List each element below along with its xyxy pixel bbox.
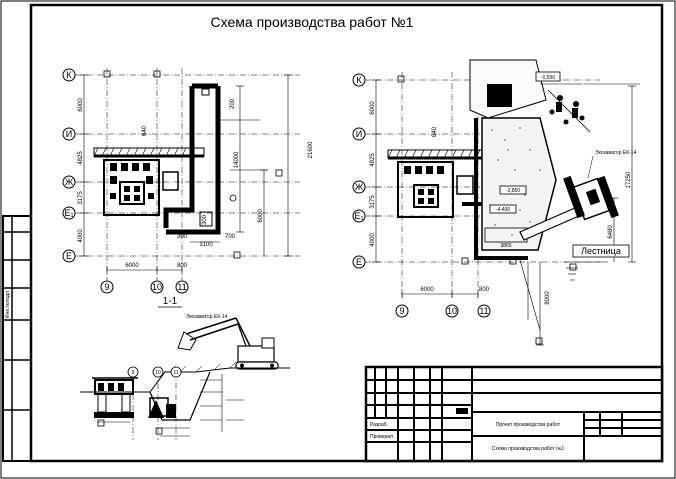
axis-label: 9 [132,370,135,376]
excavator-label: Экскаватор ЕК-14 [186,314,228,320]
axis-label: 11 [177,282,186,292]
dim-text: 4825 [370,153,376,167]
left-plan: К И Ж Е₁ Е [62,68,314,294]
section-label: 1-1 [163,296,178,307]
axis-label: И [66,129,72,139]
tb-row-label: Проверил [370,434,393,440]
axis-label: 10 [447,306,457,316]
axis-label: 10 [152,282,162,292]
right-plan: К И Ж Е₁ Е 6000 4 [352,59,640,346]
dim-text: 3175 [78,191,84,205]
dim-text: 3100 [199,242,213,248]
excavator-label: Экскаватор ЕК-14 [595,150,637,156]
axis-label: 11 [479,306,488,316]
dim-text: 6000 [125,263,139,269]
level-mark: -4,400 [496,207,510,213]
excavator-plan [519,175,619,241]
axis-label: И [356,129,362,139]
axis-label: К [356,75,362,85]
dim-text: 6000 [258,209,264,223]
dim-text: 640 [432,126,438,137]
stair-label: Лестница [581,246,621,256]
sheet-name: Схема производства работ №1 [492,446,565,452]
dim-text: 800 [177,263,188,269]
level-mark: -2,850 [506,188,520,194]
dim-text: 6000 [420,287,434,293]
side-stamp: Инв.№подл. [2,215,32,462]
dim-text: 300 [202,214,208,225]
axis-label: Ж [355,182,364,192]
dim-text: 200 [230,98,236,109]
sheet-title: Схема производства работ №1 [211,14,414,30]
dim-text: 4825 [78,151,84,165]
axis-label: Е [356,257,362,267]
dim-text: 8000 [545,291,551,305]
axis-label: Е₁ [64,208,73,218]
project-name: Проект производства работ [496,422,561,428]
dim-text: 4000 [370,233,376,247]
dim-text: 4000 [78,229,84,243]
dim-text: 640 [142,125,148,136]
axis-label: Е [66,251,72,261]
dim-text: 14000 [234,151,240,168]
dim-text: 300 [177,234,188,240]
axis-label: 9 [399,306,404,316]
axis-label: Ж [65,177,74,187]
dim-text: 700 [225,234,236,240]
axis-label: К [66,70,72,80]
axis-label: 9 [104,282,109,292]
dim-text: 6000 [370,101,376,115]
dim-text: 3175 [370,195,376,209]
dim-text: 21600 [308,141,314,158]
section-1-1: Экскаватор ЕК-14 9 10 11 [80,314,290,440]
dim-text: 3865 [500,243,511,249]
side-stamp-label: Инв.№подл. [5,290,11,318]
tb-row-label: Разраб. [370,422,388,428]
axis-label: Е₁ [354,211,363,221]
dim-text: 6000 [78,98,84,112]
excavator-elevation [177,317,279,370]
title-block: Разраб. Проверил Проект производства раб… [364,365,664,463]
level-mark: -0,550 [541,75,555,81]
dim-text: 6480 [608,225,614,239]
left-row-axes: К И Ж Е₁ Е [62,68,76,263]
axis-label: 11 [173,370,178,376]
dim-text: 800 [479,287,490,293]
axis-label: 10 [155,370,161,376]
dim-text: 17250 [626,171,632,188]
